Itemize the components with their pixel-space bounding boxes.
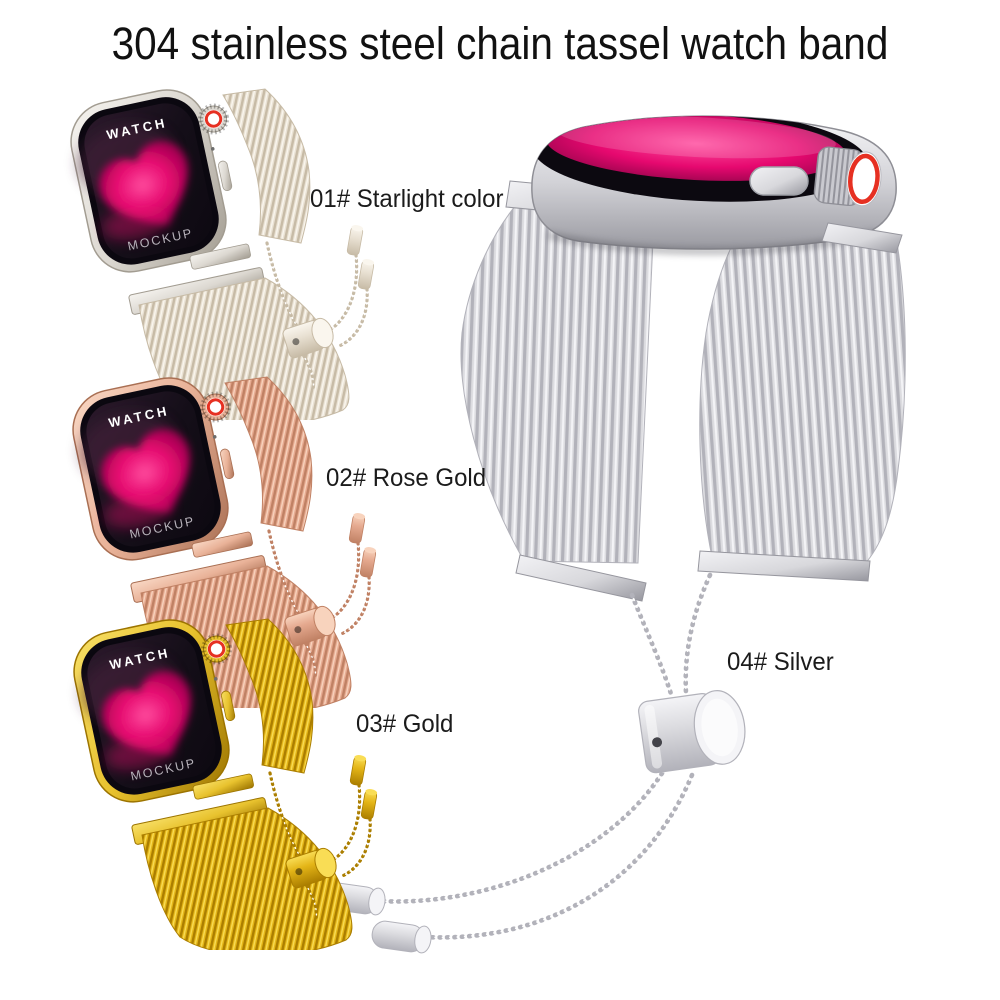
chain-tassel: [265, 225, 375, 391]
mic-dot: [213, 677, 218, 681]
band-upper: [225, 618, 314, 774]
chain-tassel: [268, 755, 378, 921]
slider-cylinder: [285, 847, 337, 889]
product-title: 304 stainless steel chain tassel watch b…: [111, 18, 889, 69]
screen-heart-art: [78, 124, 188, 240]
variant-label-silver: 04# Silver: [727, 648, 834, 676]
mic-dot: [210, 147, 215, 151]
chain-end-cap: [371, 920, 432, 954]
watch-case: WATCH MOCKUP: [73, 619, 254, 803]
band-end-bar-left: [515, 554, 647, 602]
screen-heart-art: [81, 654, 191, 770]
bottom-lug: [189, 243, 251, 270]
band-curtain-left: [460, 204, 655, 564]
watch-illustration: WATCH MOCKUP: [70, 88, 375, 427]
watch-case: WATCH MOCKUP: [72, 377, 253, 561]
watch-variant-01-starlight: WATCH MOCKUP: [55, 85, 395, 427]
digital-crown-icon: [201, 633, 233, 665]
variant-label-gold: 03# Gold: [356, 710, 454, 738]
watch-variant-04-silver: [280, 95, 1000, 1000]
chain-end-cap: [360, 789, 378, 820]
band-upper: [224, 376, 313, 532]
watch-body: [531, 115, 903, 255]
screen-heart-art: [80, 412, 190, 528]
chain-end-cap: [349, 755, 367, 786]
digital-crown-icon: [813, 146, 882, 207]
band-curtain-right: [699, 216, 906, 566]
digital-crown-icon: [198, 103, 230, 135]
side-button: [221, 690, 236, 722]
side-button: [220, 448, 235, 480]
watch-variant-03-gold: WATCH MOCKUP: [58, 615, 398, 957]
band-end-bar-right: [697, 550, 871, 582]
slider-cylinder: [282, 317, 334, 359]
slider-cylinder: [638, 690, 746, 774]
side-button: [218, 160, 233, 192]
digital-crown-icon: [200, 391, 232, 423]
bottom-lug: [191, 531, 253, 558]
chain-end-cap: [346, 225, 364, 256]
variant-label-starlight: 01# Starlight color: [310, 185, 504, 213]
slider-cylinder: [284, 605, 336, 647]
watch-case: WATCH MOCKUP: [70, 89, 251, 273]
chain-tassel: [267, 513, 377, 679]
side-button: [749, 166, 809, 196]
watch-illustration: WATCH MOCKUP: [73, 618, 378, 957]
chain-end-cap: [359, 547, 377, 578]
chain-end-cap: [348, 513, 366, 544]
band-lug-right: [821, 222, 903, 254]
chain-end-cap: [357, 259, 375, 290]
variant-label-rosegold: 02# Rose Gold: [326, 464, 487, 492]
mic-dot: [212, 435, 217, 439]
silver-watch-illustration: [325, 115, 906, 954]
band-upper: [222, 88, 311, 244]
bottom-lug: [192, 773, 254, 800]
